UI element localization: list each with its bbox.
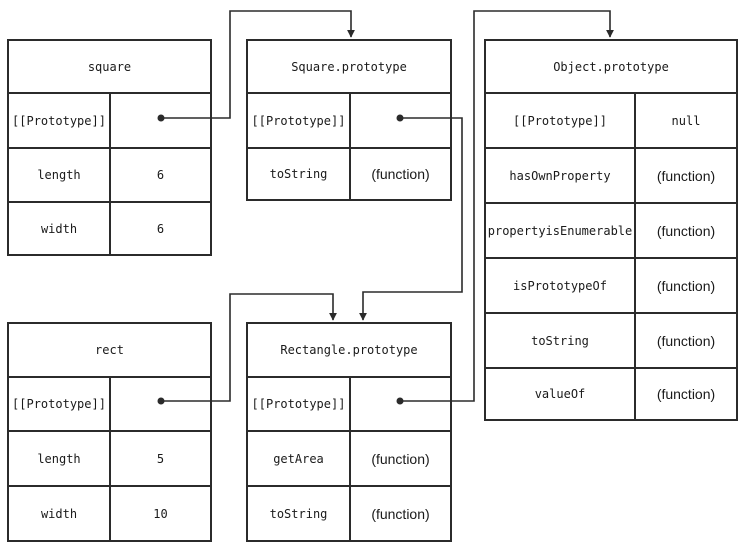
row-key: length — [37, 168, 81, 182]
table-rectangle-prototype: Rectangle.prototype [[Prototype]] getAre… — [246, 322, 452, 542]
row-key: [[Prototype]] — [513, 113, 607, 128]
table-title: Square.prototype — [291, 59, 407, 74]
table-rect: rect [[Prototype]] length 5 width 10 — [7, 322, 212, 542]
table-title: rect — [95, 343, 124, 357]
row-key: propertyisEnumerable — [487, 223, 633, 238]
table-object-prototype: Object.prototype [[Prototype]] null hasO… — [484, 39, 738, 421]
row-key: [[Prototype]] — [12, 397, 106, 411]
row-value: (function) — [656, 386, 716, 402]
link-square-prototype-to-rectangle-prototype — [359, 114, 463, 321]
link-arrow — [359, 117, 463, 321]
row-value: (function) — [371, 505, 430, 522]
link-rect-to-rectangle-prototype — [157, 293, 337, 405]
link-rectangle-prototype-to-object-prototype — [396, 10, 614, 405]
row-key: [[Prototype]] — [12, 113, 106, 128]
row-key: toString — [269, 167, 328, 181]
link-arrow — [400, 10, 614, 402]
row-value: (function) — [656, 222, 716, 239]
row-key: length — [37, 451, 81, 466]
table-square: square [[Prototype]] length 6 width 6 — [7, 39, 212, 256]
link-arrow — [161, 10, 355, 119]
row-key: width — [40, 221, 78, 236]
row-key: [[Prototype]] — [251, 113, 346, 128]
row-key: [[Prototype]] — [251, 397, 346, 411]
table-title: square — [87, 59, 132, 74]
row-value: 6 — [156, 221, 165, 236]
row-value: (function) — [656, 277, 716, 294]
row-key: width — [40, 506, 78, 521]
row-key: isPrototypeOf — [513, 278, 607, 293]
row-key: getArea — [273, 451, 324, 466]
table-title: Rectangle.prototype — [280, 343, 418, 357]
link-square-to-square-prototype — [157, 10, 355, 122]
link-arrow — [161, 293, 337, 402]
row-value: 5 — [156, 451, 165, 466]
row-value: (function) — [371, 166, 430, 182]
row-value: 10 — [153, 506, 168, 521]
row-key: toString — [269, 506, 328, 521]
row-value: (function) — [371, 450, 430, 467]
row-key: hasOwnProperty — [509, 168, 611, 183]
row-value: (function) — [656, 332, 716, 349]
row-value: (function) — [656, 167, 716, 184]
table-square-prototype: Square.prototype [[Prototype]] toString … — [246, 39, 452, 201]
row-key: toString — [531, 333, 589, 348]
row-value: 6 — [156, 168, 165, 182]
row-key: valueOf — [534, 387, 586, 401]
table-title: Object.prototype — [553, 59, 669, 74]
row-value: null — [671, 113, 701, 128]
